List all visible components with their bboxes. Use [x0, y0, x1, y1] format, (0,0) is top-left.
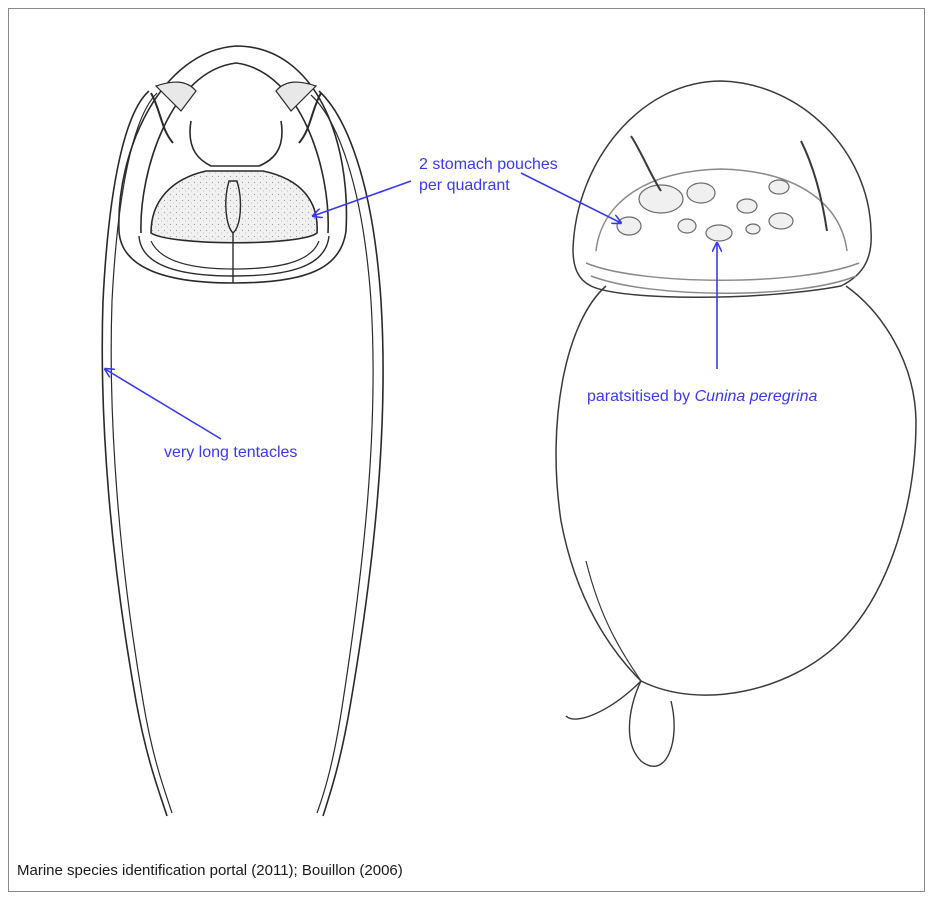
- label-tentacles: very long tentacles: [164, 444, 297, 461]
- right-stomach-pouches: [617, 180, 793, 241]
- figure-frame: 2 stomach pouches per quadrant very long…: [8, 8, 925, 892]
- right-tentacle: [319, 91, 383, 816]
- medusa-illustration: 2 stomach pouches per quadrant very long…: [9, 9, 925, 892]
- label-stomach-pouches-line1: 2 stomach pouches: [419, 156, 558, 173]
- label-parasite-prefix: paratsitised by: [587, 388, 695, 405]
- label-stomach-pouches-line2: per quadrant: [419, 177, 510, 194]
- right-medusa-drawing: [556, 81, 916, 766]
- left-medusa-drawing: [102, 46, 383, 816]
- right-bell-outline: [573, 81, 871, 297]
- image-credit: Marine species identification portal (20…: [17, 862, 403, 879]
- arrow-stomach-right: [521, 173, 621, 223]
- left-tentacle: [102, 91, 167, 816]
- label-parasite-species: Cunina peregrina: [695, 388, 818, 405]
- right-long-tentacle: [556, 286, 916, 695]
- arrow-stomach-left: [313, 181, 411, 216]
- label-parasite: paratsitised by Cunina peregrina: [587, 388, 817, 405]
- arrow-tentacles: [105, 369, 221, 439]
